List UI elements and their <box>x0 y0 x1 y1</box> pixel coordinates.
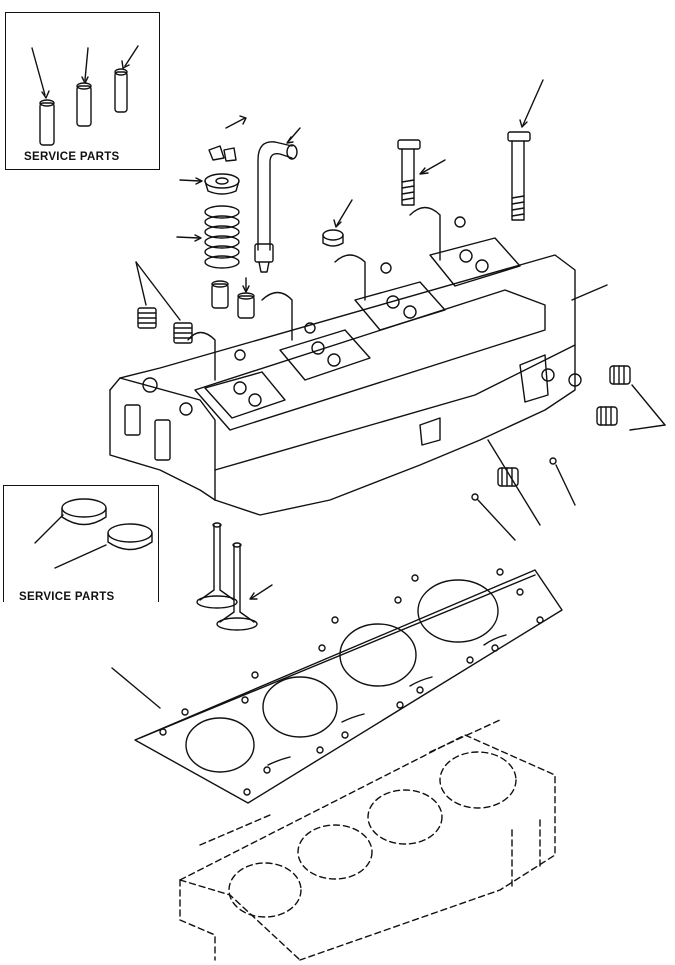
service-parts-box-top <box>5 12 160 170</box>
valve-seat-ring-icon <box>61 498 153 551</box>
service-parts-label-top: SERVICE PARTS <box>21 151 123 163</box>
head-gasket-icon <box>111 568 563 804</box>
valve-keeper-icon <box>208 115 247 162</box>
valve-spring-icon <box>176 205 240 269</box>
plug-icon <box>135 261 666 541</box>
head-bolt-icon <box>397 79 544 221</box>
cylinder-head-icon <box>109 206 608 516</box>
leader-lines-mid-box <box>34 514 107 569</box>
leader-lines-top-box <box>31 45 139 99</box>
valve-guide-icon <box>39 68 128 146</box>
valve-icon <box>196 522 273 631</box>
service-parts-box-middle <box>3 485 159 602</box>
valve-stem-seal-icon <box>211 199 353 319</box>
spring-retainer-icon <box>179 173 240 195</box>
cylinder-block-icon <box>179 719 556 961</box>
service-parts-label-middle: SERVICE PARTS <box>16 591 118 603</box>
tube-icon <box>254 127 301 273</box>
